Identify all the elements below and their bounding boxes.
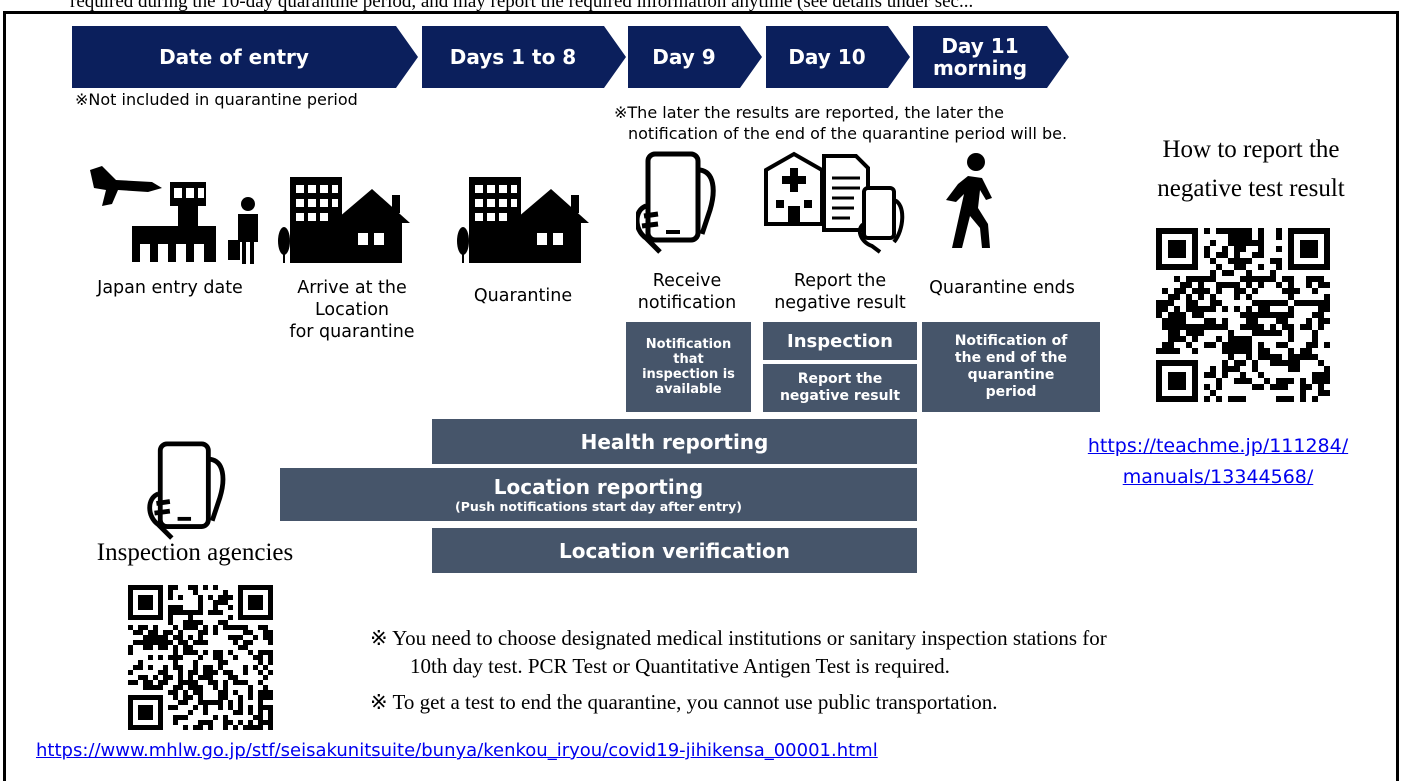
control-tower-icon [132,182,216,262]
qr-code-icon [1156,228,1330,402]
note-later-results-1: ※The later the results are reported, the… [614,103,1004,122]
box-health-reporting: Health reporting [432,419,917,464]
diagram-frame [3,11,1399,781]
traveler-icon [228,197,258,264]
arrow-day-9: Day 9 [628,26,762,88]
label-receive-notification: Receive notification [637,271,737,313]
bottom-note-1-line-1: ※ You need to choose designated medical … [370,626,1107,650]
location-reporting-title: Location reporting [493,474,704,499]
inspection-agencies-title: Inspection agencies [96,539,294,566]
box-end-notification: Notification of the end of the quarantin… [922,322,1100,412]
walking-person-icon [946,153,992,248]
smartphone-hand-icon [636,151,716,254]
note-not-included: ※Not included in quarantine period [75,90,358,109]
label-quarantine-ends: Quarantine ends [929,278,1075,298]
label-report-negative-result: Report the negative result [774,271,906,313]
arrow-day-10: Day 10 [766,26,910,88]
top-cut-text: required during the 10-day quarantine pe… [70,0,974,12]
label-japan-entry-date: Japan entry date [97,278,243,298]
how-to-report-link-line2[interactable]: manuals/13344568/ [1122,466,1314,488]
box-location-reporting: Location reporting (Push notifications s… [280,468,917,521]
label-arrive-location: Arrive at the Location for quarantine [289,278,415,342]
airplane-icon [90,166,162,206]
arrow-days-1-to-8: Days 1 to 8 [422,26,626,88]
how-to-report-title: How to report the negative test result [1157,136,1345,202]
bottom-note-1-line-2: 10th day test. PCR Test or Quantitative … [410,654,950,678]
how-to-report-link[interactable]: https://teachme.jp/111284/ manuals/13344… [1040,431,1396,493]
apartment-house-icon [278,177,410,263]
qr-code-icon [128,585,273,730]
apartment-house-icon [457,177,589,263]
box-inspection: Inspection [763,322,917,360]
how-to-report-link-line1[interactable]: https://teachme.jp/111284/ [1087,435,1349,457]
arrow-date-of-entry: Date of entry [72,26,418,88]
box-location-verification: Location verification [432,528,917,573]
label-quarantine: Quarantine [473,286,573,306]
note-later-results-2: notification of the end of the quarantin… [628,124,1068,143]
arrow-day-11-morning: Day 11 morning [913,26,1069,88]
box-notification-available: Notification that inspection is availabl… [626,322,751,412]
smartphone-hand-icon [147,441,226,540]
inspection-agencies-link[interactable]: https://www.mhlw.go.jp/stf/seisakunitsui… [36,740,878,761]
box-report-negative-result: Report the negative result [763,364,917,412]
hospital-icon [764,151,905,254]
bottom-note-2: ※ To get a test to end the quarantine, y… [370,690,998,714]
location-reporting-subtitle: (Push notifications start day after entr… [455,498,742,514]
